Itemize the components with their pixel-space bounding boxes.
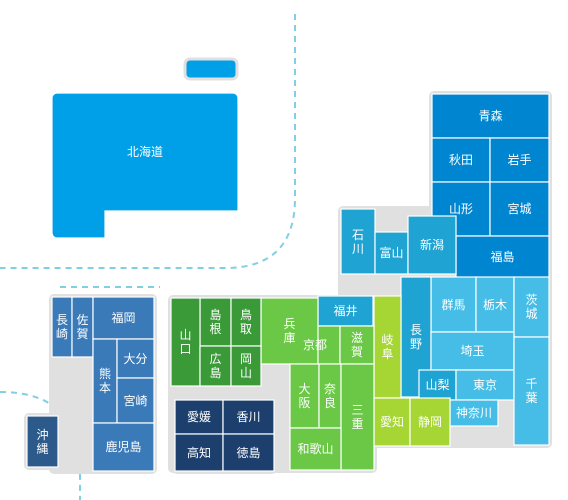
prefecture-saga[interactable] [71,296,94,358]
prefecture-hiroshima[interactable] [199,345,232,387]
prefecture-aichi[interactable] [373,397,411,447]
prefecture-fukushima[interactable] [455,235,550,279]
prefecture-niigata[interactable] [407,215,457,275]
prefecture-nara[interactable] [318,363,342,429]
prefecture-ehime[interactable] [174,399,224,435]
prefecture-shimane[interactable] [199,297,232,347]
prefecture-shizuoka[interactable] [409,397,451,447]
prefecture-yamanashi[interactable] [418,369,457,401]
prefecture-mie[interactable] [340,363,375,471]
prefecture-hyogo[interactable] [260,297,319,365]
prefecture-osaka[interactable] [289,363,320,429]
prefecture-aomori[interactable] [431,93,550,139]
prefecture-iwate[interactable] [489,137,550,183]
prefecture-tokushima[interactable] [222,433,275,472]
prefecture-kumamoto[interactable] [92,338,118,424]
prefecture-nagasaki[interactable] [51,296,73,358]
prefecture-kagawa[interactable] [222,399,275,435]
prefecture-saitama[interactable] [430,331,515,371]
divider-line-north [0,14,296,269]
prefecture-kochi[interactable] [174,433,224,472]
prefecture-hokkaido[interactable] [51,92,239,239]
prefecture-wakayama[interactable] [289,427,342,471]
prefecture-miyazaki[interactable] [116,377,155,424]
prefecture-akita[interactable] [431,137,491,183]
island-north [183,57,239,81]
prefecture-ishikawa[interactable] [340,208,376,275]
prefecture-kanagawa[interactable] [449,399,499,427]
prefecture-chiba[interactable] [513,336,550,446]
prefecture-toyama[interactable] [374,231,409,275]
prefecture-shiga[interactable] [339,325,375,365]
prefecture-yamaguchi[interactable] [170,297,201,387]
prefecture-miyagi[interactable] [489,181,550,237]
prefecture-kagoshima[interactable] [92,422,155,472]
prefecture-fukui[interactable] [317,295,374,327]
prefecture-gifu[interactable] [373,295,402,399]
prefecture-tottori[interactable] [230,297,262,347]
prefecture-fukuoka[interactable] [92,296,155,340]
prefecture-okinawa[interactable] [26,415,59,468]
prefecture-oita[interactable] [116,338,155,379]
prefecture-tochigi[interactable] [475,276,515,333]
prefecture-tokyo[interactable] [455,369,515,401]
prefecture-okayama[interactable] [230,345,262,387]
prefecture-ibaraki[interactable] [513,276,550,338]
prefecture-gunma[interactable] [430,276,477,333]
